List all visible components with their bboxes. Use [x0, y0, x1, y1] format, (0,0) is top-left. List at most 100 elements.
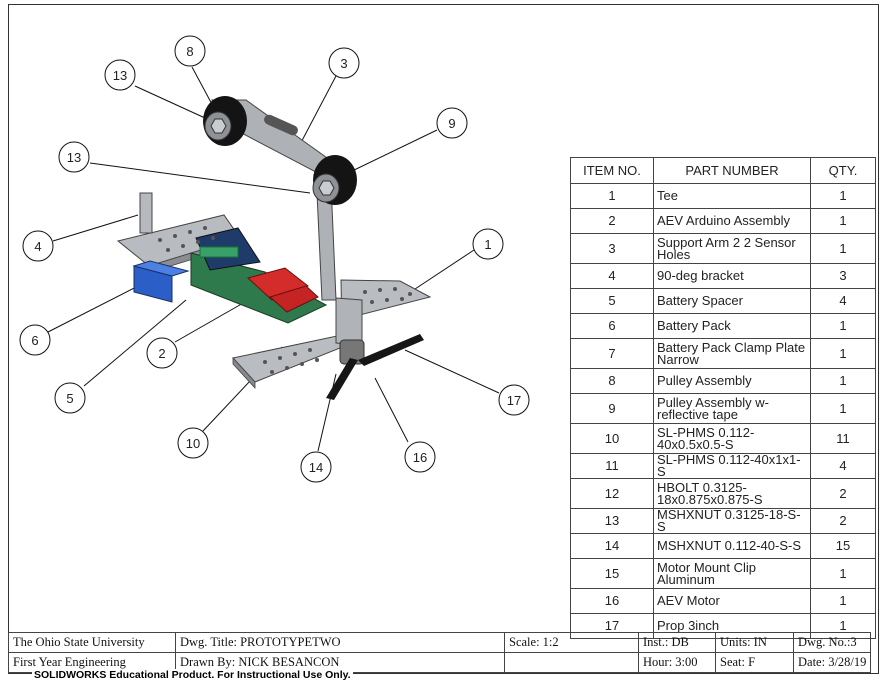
educational-notice: SOLIDWORKS Educational Product. For Inst… [32, 669, 353, 681]
item-balloons: 8 3 13 9 13 1 4 6 2 5 10 14 16 17 [19, 35, 530, 483]
bom-item-number: 12 [570, 478, 654, 509]
bom-quantity: 1 [810, 393, 876, 424]
bom-item-number: 16 [570, 588, 654, 614]
balloon-14-number: 14 [309, 460, 323, 475]
balloon-5-number: 5 [66, 391, 73, 406]
balloon-1: 1 [472, 228, 504, 260]
bracket-left [139, 192, 153, 234]
bom-part-number: Pulley Assembly [653, 368, 811, 394]
bom-item-number: 10 [570, 423, 654, 454]
battery-pack [132, 260, 190, 303]
bom-part-number: Battery Pack [653, 313, 811, 339]
balloon-17: 17 [498, 384, 530, 416]
bom-part-number: Support Arm 2 2 Sensor Holes [653, 233, 811, 264]
drawing-border [8, 4, 879, 674]
pulley-mid [312, 155, 357, 205]
bom-quantity: 1 [810, 558, 876, 589]
hour-field: Hour: 3:00 [638, 652, 716, 673]
pulley-top [203, 96, 247, 146]
balloon-13-mid-number: 13 [67, 150, 81, 165]
bom-item-number: 15 [570, 558, 654, 589]
balloon-16-number: 16 [413, 450, 427, 465]
bom-quantity: 2 [810, 508, 876, 534]
balloon-3: 3 [328, 47, 360, 79]
balloon-6-number: 6 [31, 333, 38, 348]
balloon-5: 5 [54, 382, 86, 414]
bom-part-number: SL-PHMS 0.112-40x0.5x0.5-S [653, 423, 811, 454]
units-field: Units: IN [715, 632, 794, 653]
bom-item-number: 2 [570, 208, 654, 234]
scale-field: Scale: 1:2 [504, 632, 639, 653]
bom-part-number: Tee [653, 183, 811, 209]
bom-quantity: 3 [810, 263, 876, 289]
balloon-2: 2 [146, 337, 178, 369]
bom-quantity: 4 [810, 453, 876, 479]
bom-part-number: MSHXNUT 0.112-40-S-S [653, 533, 811, 559]
balloon-17-number: 17 [507, 393, 521, 408]
title-block: The Ohio State University Dwg. Title: PR… [8, 632, 872, 673]
balloon-1-number: 1 [484, 237, 491, 252]
bom-item-number: 7 [570, 338, 654, 369]
balloon-4-number: 4 [34, 239, 41, 254]
title-block-blank [504, 652, 639, 673]
bom-header-qty: QTY. [810, 157, 876, 184]
balloon-8: 8 [174, 35, 206, 67]
bom-quantity: 1 [810, 208, 876, 234]
bom-quantity: 15 [810, 533, 876, 559]
bom-quantity: 1 [810, 338, 876, 369]
bom-item-number: 9 [570, 393, 654, 424]
inst-field: Inst.: DB [638, 632, 716, 653]
balloon-9-number: 9 [448, 116, 455, 131]
bom-part-number: 90-deg bracket [653, 263, 811, 289]
balloon-16: 16 [404, 441, 436, 473]
bom-item-number: 13 [570, 508, 654, 534]
bom-quantity: 11 [810, 423, 876, 454]
bom-quantity: 4 [810, 288, 876, 314]
balloon-13-top-number: 13 [113, 68, 127, 83]
balloon-3-number: 3 [340, 56, 347, 71]
bom-item-number: 11 [570, 453, 654, 479]
plate-holes [158, 226, 412, 374]
bom-quantity: 1 [810, 368, 876, 394]
balloon-6: 6 [19, 324, 51, 356]
balloon-13-mid: 13 [58, 141, 90, 173]
bom-part-number: SL-PHMS 0.112-40x1x1-S [653, 453, 811, 479]
drawing-title: Dwg. Title: PROTOTYPETWO [175, 632, 505, 653]
bom-part-number: Motor Mount Clip Aluminum [653, 558, 811, 589]
balloon-4: 4 [22, 230, 54, 262]
arduino-board [190, 227, 328, 324]
bom-quantity: 1 [810, 588, 876, 614]
bom-part-number: HBOLT 0.3125-18x0.875x0.875-S [653, 478, 811, 509]
balloon-10-number: 10 [186, 436, 200, 451]
bom-item-number: 4 [570, 263, 654, 289]
motor-mount [335, 297, 365, 365]
date-field: Date: 3/28/19 [792, 652, 872, 673]
bom-part-number: Battery Spacer [653, 288, 811, 314]
bom-quantity: 1 [810, 183, 876, 209]
bom-header-item: ITEM NO. [570, 157, 654, 184]
balloon-10: 10 [177, 427, 209, 459]
bom-part-number: Battery Pack Clamp Plate Narrow [653, 338, 811, 369]
bom-part-number: MSHXNUT 0.3125-18-S-S [653, 508, 811, 534]
org-name: The Ohio State University [8, 632, 176, 653]
bom-item-number: 8 [570, 368, 654, 394]
